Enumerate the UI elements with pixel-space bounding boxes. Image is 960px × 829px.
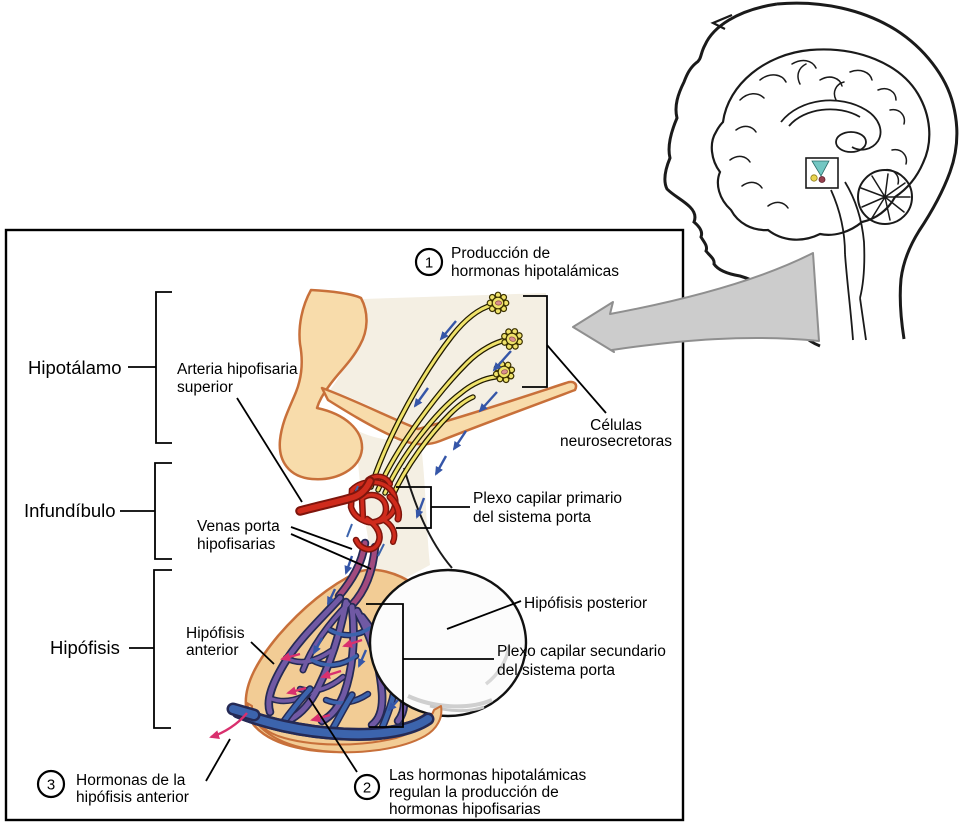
hair-spike (710, 13, 733, 30)
text-labels: 1 Producción de hormonas hipotalámicas H… (24, 245, 672, 818)
step2-label-line3: hormonas hipofisarias (389, 801, 541, 818)
inset-anterior-pituitary (810, 174, 818, 182)
posterior-pituitary-leader (446, 600, 522, 630)
portal-veins-label-line2: hipofisarias (197, 536, 276, 553)
leader-lines (120, 291, 607, 782)
anatomy-drawing (209, 288, 578, 754)
neurosecretory-cell (486, 291, 510, 315)
pituitary-label: Hipófisis (50, 637, 120, 658)
step1-callout: 1 Producción de hormonas hipotalámicas (414, 245, 619, 280)
secondary-plexus-label-line1: Plexo capilar secundario (497, 643, 666, 660)
primary-plexus-label-line2: del sistema porta (473, 509, 591, 526)
hormone-release-arrows (209, 638, 363, 739)
step3-label-line1: Hormonas de la (76, 772, 186, 789)
inset-hypothalamus-highlight (811, 160, 830, 177)
pituitary-bracket (153, 569, 172, 729)
head-back-outline (776, 1, 959, 340)
step2-label-line2: regulan la producción de (389, 784, 559, 801)
step2-label-line1: Las hormonas hipotalámicas (389, 767, 587, 784)
posterior-shading (407, 694, 493, 709)
posterior-shading-3 (429, 704, 485, 713)
step3-circle (36, 769, 66, 799)
step2-leader (308, 697, 358, 773)
posterior-shading-2 (484, 645, 511, 686)
brain-outline (710, 48, 931, 241)
cerebellum (857, 169, 913, 225)
portal-veins-leaders (290, 526, 372, 570)
step1-number: 1 (425, 255, 433, 272)
posterior-pituitary-label: Hipófisis posterior (524, 595, 647, 612)
step1-label-line1: Producción de (451, 245, 550, 262)
neurosecretory-cells-label-line1: Células (590, 417, 642, 434)
step1-label-line2: hormonas hipotalámicas (451, 263, 619, 280)
anterior-pituitary-leader (250, 641, 275, 665)
stalk-right-edge (403, 467, 453, 569)
zoom-arrow (572, 252, 820, 353)
neurosecretory-cells-label-line2: neurosecretoras (560, 433, 672, 450)
neurosecretory-cells-bracket (522, 295, 548, 388)
artery-label-line1: Arteria hipofisaria (177, 361, 298, 378)
thalamus (835, 131, 867, 153)
step2-number: 2 (363, 780, 371, 797)
primary-plexus-label-line1: Plexo capilar primario (473, 490, 622, 507)
inset-zoom-box (805, 157, 839, 189)
blue-flow-arrows (312, 320, 512, 712)
secondary-plexus-bracket (366, 603, 404, 728)
step2-circle (353, 773, 381, 801)
secondary-plexus-label-line2: del sistema porta (497, 662, 615, 679)
step3-number: 3 (47, 777, 55, 794)
posterior-pituitary (368, 568, 528, 718)
corpus-callosum (780, 99, 882, 151)
artery-leader (236, 397, 303, 503)
step3-leader (205, 738, 231, 782)
step1-circle (414, 247, 444, 277)
pituitary-region-inset (805, 157, 839, 189)
infundibulum-label: Infundíbulo (24, 500, 116, 521)
portal-veins-label-line1: Venas porta (197, 518, 280, 535)
hypothalamus-tissue (278, 288, 368, 481)
inset-posterior-pituitary (818, 176, 826, 183)
step3-callout: 3 Hormonas de la hipófisis anterior (36, 769, 189, 806)
neurosecretory-cells-leader (546, 344, 607, 414)
brainstem (830, 181, 867, 341)
anterior-lobe-rim (246, 702, 443, 754)
anterior-pituitary-label-line1: Hipófisis (186, 625, 245, 642)
step3-label-line2: hipófisis anterior (76, 789, 189, 806)
hypothalamus-label: Hipotálamo (28, 357, 122, 378)
brain-gyri (729, 59, 908, 209)
step2-callout: 2 Las hormonas hipotalámicas regulan la … (353, 767, 587, 818)
cerebellum-folia (860, 173, 911, 221)
artery-label-line2: superior (177, 379, 233, 396)
anterior-pituitary-label-line2: anterior (186, 642, 239, 659)
